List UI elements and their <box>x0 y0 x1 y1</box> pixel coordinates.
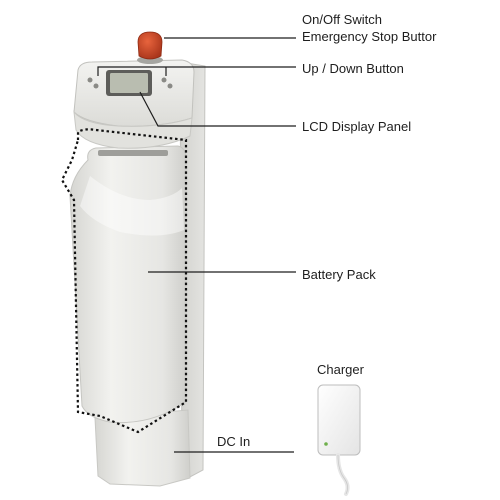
control-head-lip <box>73 110 193 149</box>
charger-led-icon <box>324 442 328 446</box>
label-emergency-stop-line2: Emergency Stop Buttor <box>302 29 437 44</box>
charger-cable-outline <box>337 454 348 495</box>
leader-line-lcd <box>139 91 296 127</box>
up-button-right-icon <box>161 77 167 83</box>
lcd-screen-icon <box>110 73 148 93</box>
label-on-off-switch: On/Off Switch Emergency Stop Buttor <box>302 11 436 45</box>
charger-cable <box>336 453 350 496</box>
stop-button-icon <box>137 31 163 60</box>
label-lcd-display-panel: LCD Display Panel <box>302 119 412 134</box>
battery-shoulder-shade <box>80 176 184 236</box>
label-on-off-switch-line1: On/Off Switch <box>302 12 382 27</box>
down-button-right-icon <box>167 83 173 89</box>
device-base <box>94 409 191 487</box>
label-dc-in: DC In <box>217 434 251 449</box>
leader-line-updown <box>97 66 296 76</box>
battery-pack-body <box>69 145 187 424</box>
battery-pack-outline <box>60 128 188 434</box>
label-charger: Charger <box>317 362 364 377</box>
up-button-icon <box>87 77 93 83</box>
label-battery-pack: Battery Pack <box>302 267 376 282</box>
head-slot <box>98 150 168 156</box>
label-up-down-button: Up / Down Button <box>302 61 404 76</box>
down-button-icon <box>93 83 99 89</box>
